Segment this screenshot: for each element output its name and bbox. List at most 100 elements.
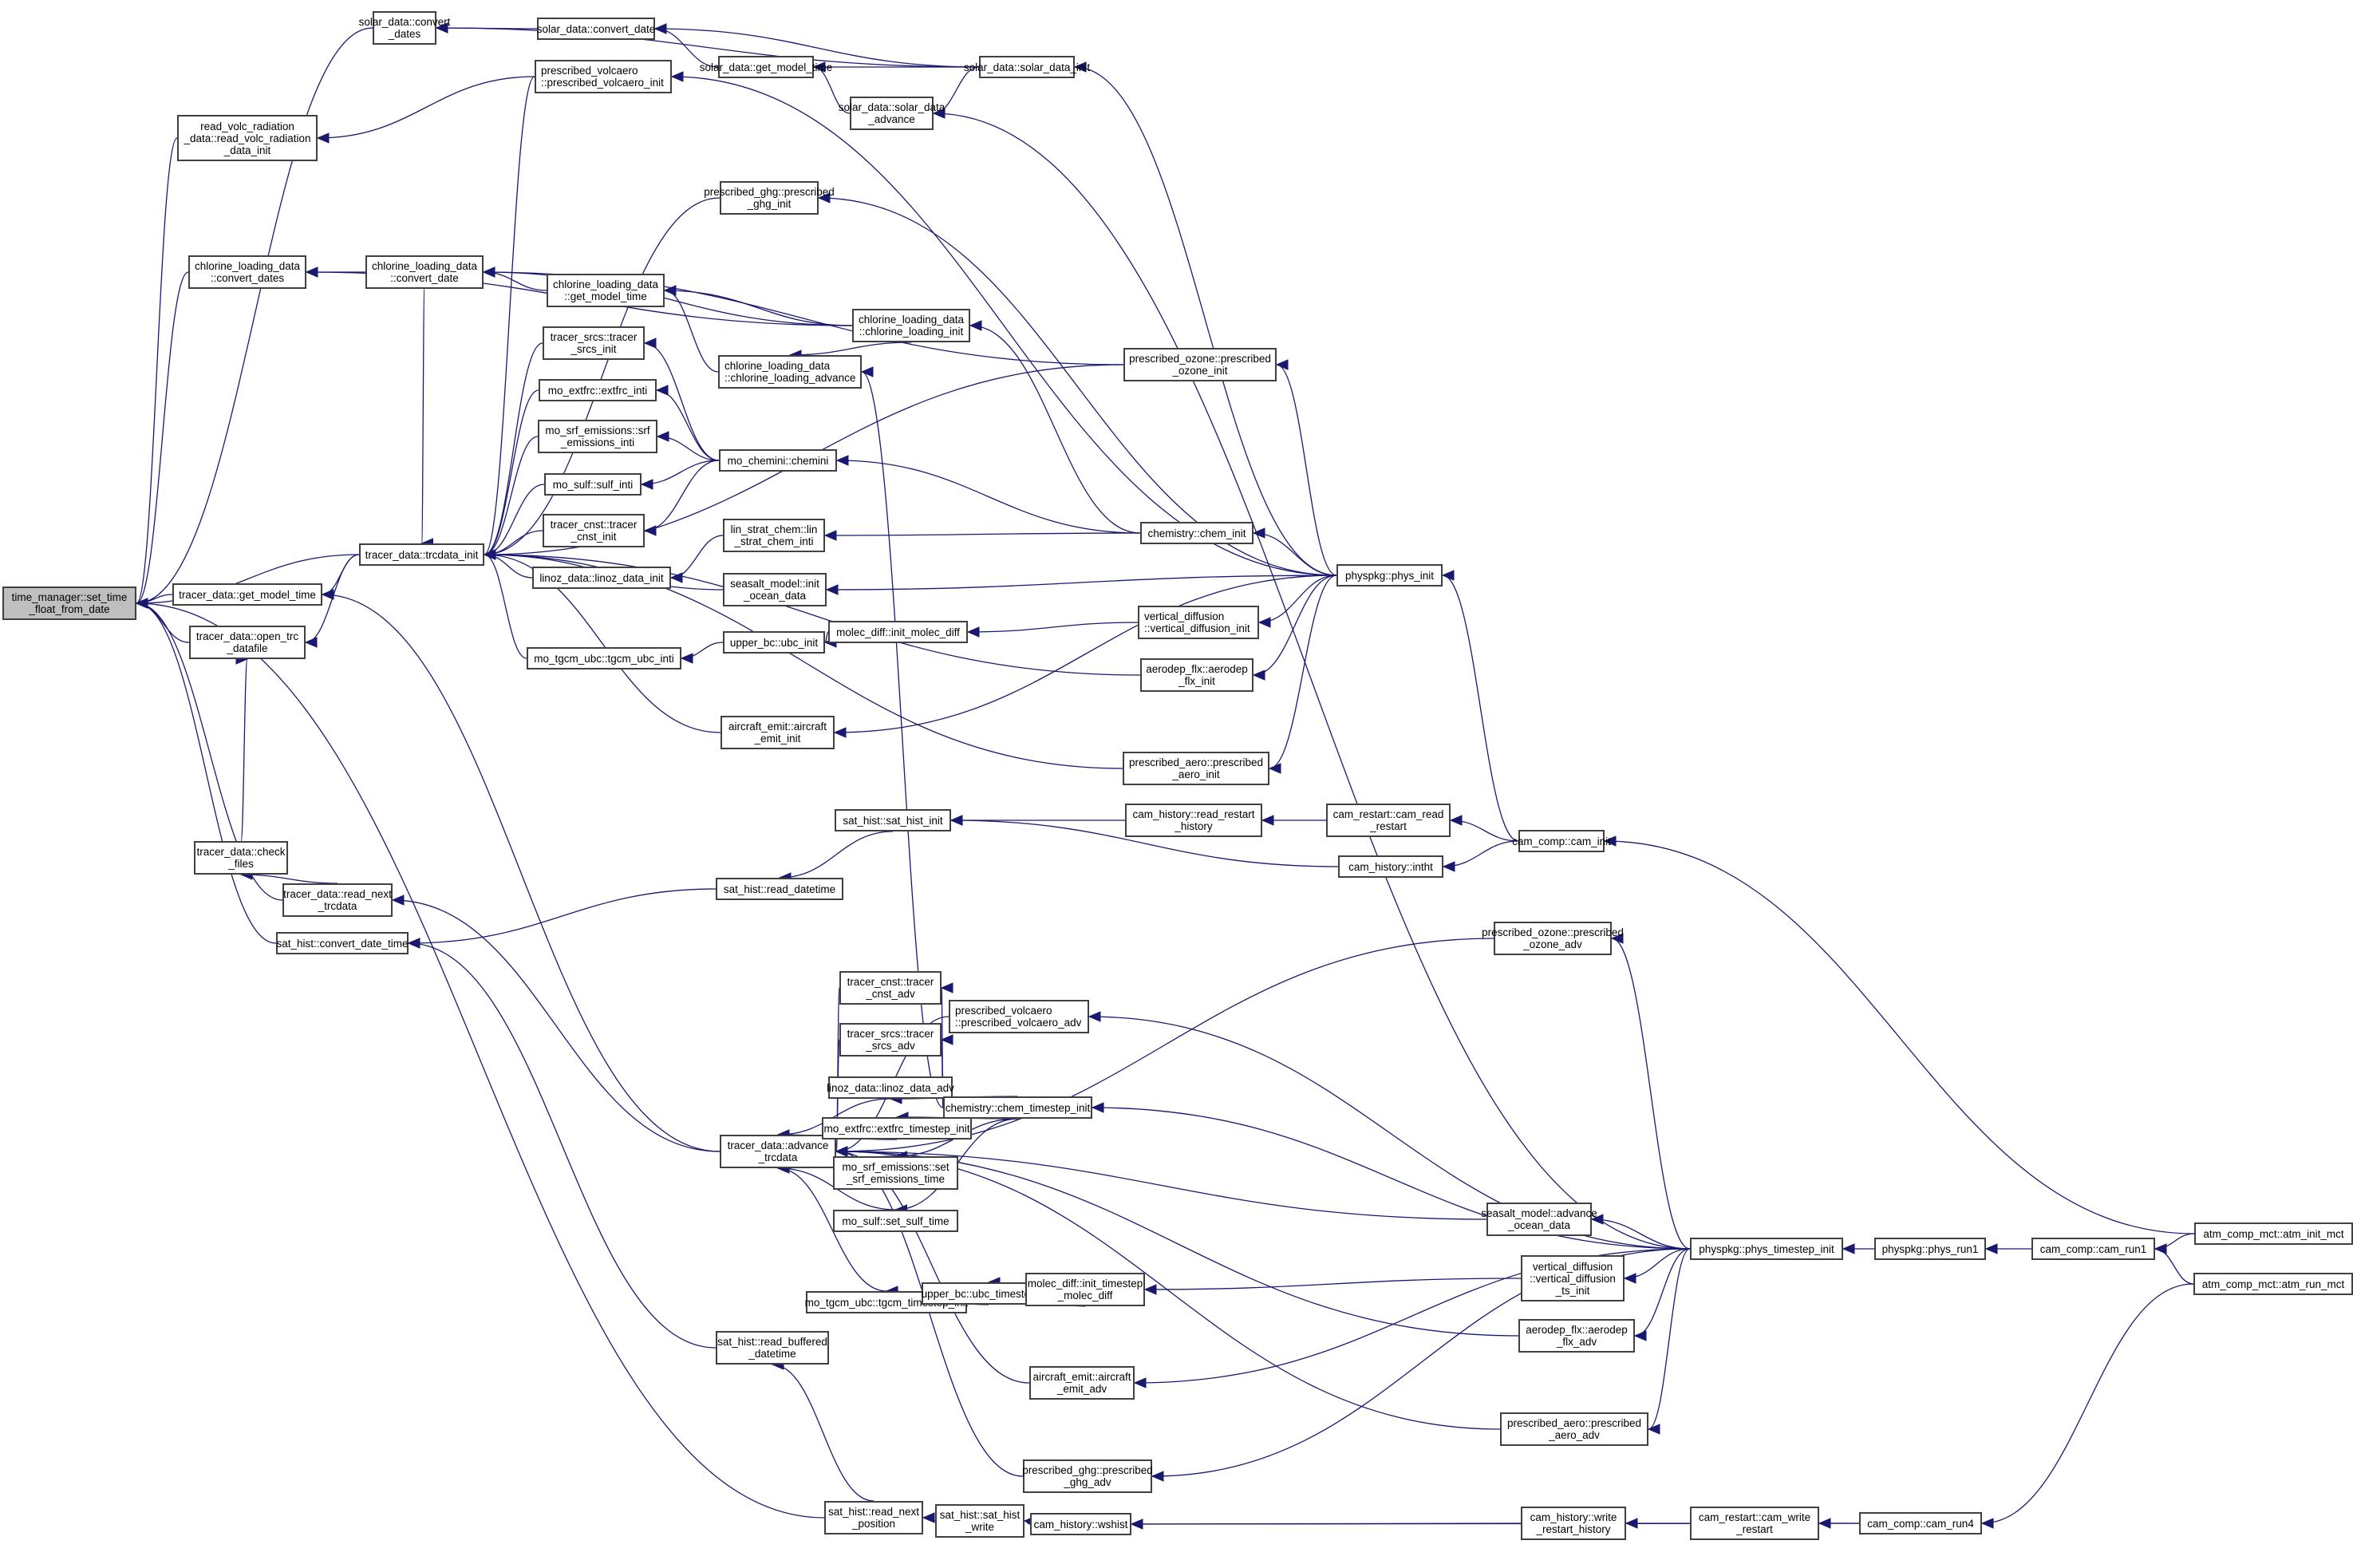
- node-advance-trcdata[interactable]: tracer_data::advance _trcdata: [720, 1135, 836, 1168]
- edge-chl-loading-init-to-chl-convert-date: [483, 271, 853, 326]
- node-solar-data-init[interactable]: solar_data::solar_data_init: [964, 56, 1090, 78]
- node-presc-ghg-init[interactable]: prescribed_ghg::prescribed _ghg_init: [704, 181, 835, 215]
- node-seasalt-init-ocean[interactable]: seasalt_model::init _ocean_data: [723, 573, 827, 606]
- node-aerodep-flx-init[interactable]: aerodep_flx::aerodep _flx_init: [1140, 658, 1253, 692]
- node-sulf-inti[interactable]: mo_sulf::sulf_inti: [544, 473, 642, 496]
- node-write-restart-history[interactable]: cam_history::write _restart_history: [1521, 1507, 1626, 1540]
- node-presc-aero-init[interactable]: prescribed_aero::prescribed _aero_init: [1123, 752, 1269, 785]
- node-open-trc-datafile[interactable]: tracer_data::open_trc _datafile: [189, 626, 306, 659]
- arrowhead-icon: [922, 1512, 935, 1523]
- node-read-datetime[interactable]: sat_hist::read_datetime: [716, 878, 843, 900]
- node-vdiff-init[interactable]: vertical_diffusion ::vertical_diffusion_…: [1138, 606, 1259, 639]
- node-atm-run-mct[interactable]: atm_comp_mct::atm_run_mct: [2193, 1273, 2353, 1295]
- node-lin-strat-chem-inti[interactable]: lin_strat_chem::lin _strat_chem_inti: [723, 519, 825, 552]
- node-atm-init-mct[interactable]: atm_comp_mct::atm_init_mct: [2194, 1222, 2353, 1245]
- node-intht[interactable]: cam_history::intht: [1338, 855, 1443, 878]
- edge-read-next-position-to-read-buffered-datetime: [772, 1364, 874, 1502]
- node-phys-timestep-init[interactable]: physpkg::phys_timestep_init: [1690, 1238, 1843, 1260]
- node-chem-init[interactable]: chemistry::chem_init: [1140, 522, 1253, 544]
- node-presc-ozone-adv[interactable]: prescribed_ozone::prescribed _ozone_adv: [1482, 922, 1624, 955]
- arrowhead-icon: [835, 1146, 848, 1157]
- arrowhead-icon: [823, 530, 837, 541]
- node-presc-volcaero-init[interactable]: prescribed_volcaero ::prescribed_volcaer…: [535, 60, 672, 93]
- edge-presc-ghg-adv-to-advance-trcdata: [835, 1151, 1024, 1477]
- node-read-next-trcdata[interactable]: tracer_data::read_next _trcdata: [282, 883, 393, 917]
- node-sat-hist-write[interactable]: sat_hist::sat_hist _write: [935, 1504, 1025, 1538]
- node-tracer-srcs-adv[interactable]: tracer_srcs::tracer _srcs_adv: [839, 1023, 942, 1057]
- arrowhead-icon: [680, 653, 693, 664]
- node-phys-init[interactable]: physpkg::phys_init: [1336, 564, 1443, 587]
- node-chemini[interactable]: mo_chemini::chemini: [719, 449, 837, 472]
- arrowhead-icon: [391, 895, 405, 906]
- node-molec-init-timestep[interactable]: molec_diff::init_timestep _molec_diff: [1025, 1273, 1145, 1306]
- node-chl-get-model-time[interactable]: chlorine_loading_data ::get_model_time: [547, 274, 665, 307]
- node-extfrc-inti[interactable]: mo_extfrc::extfrc_inti: [539, 379, 657, 401]
- node-cam-run4[interactable]: cam_comp::cam_run4: [1859, 1512, 1982, 1534]
- node-ubc-init[interactable]: upper_bc::ubc_init: [723, 631, 825, 654]
- node-read-next-position[interactable]: sat_hist::read_next _position: [824, 1501, 923, 1534]
- node-read-buffered-datetime[interactable]: sat_hist::read_buffered _datetime: [716, 1331, 829, 1365]
- node-convert-date-time[interactable]: sat_hist::convert_date_time: [276, 932, 409, 954]
- arrowhead-icon: [966, 626, 980, 638]
- node-vdiff-ts-init[interactable]: vertical_diffusion ::vertical_diffusion …: [1521, 1255, 1625, 1301]
- node-root[interactable]: time_manager::set_time _float_from_date: [2, 587, 136, 620]
- node-check-files[interactable]: tracer_data::check _files: [194, 841, 288, 875]
- node-get-model-time[interactable]: tracer_data::get_model_time: [172, 583, 322, 606]
- arrowhead-icon: [1623, 1273, 1636, 1284]
- edge-trcdata-init-to-root: [136, 554, 360, 604]
- edge-phys-init-to-seasalt-init-ocean: [826, 575, 1337, 590]
- node-solar-get-model-time[interactable]: solar_data::get_model_time: [700, 56, 832, 78]
- arrowhead-icon: [1252, 527, 1265, 539]
- node-presc-ozone-init[interactable]: prescribed_ozone::prescribed _ozone_init: [1123, 348, 1277, 381]
- arrowhead-icon: [1603, 835, 1617, 847]
- arrowhead-icon: [1842, 1243, 1855, 1254]
- node-presc-ghg-adv[interactable]: prescribed_ghg::prescribed _ghg_adv: [1022, 1459, 1153, 1493]
- node-read-restart-history[interactable]: cam_history::read_restart _history: [1125, 804, 1262, 837]
- node-cam-read-restart[interactable]: cam_restart::cam_read _restart: [1326, 804, 1451, 837]
- node-chl-loading-init[interactable]: chlorine_loading_data ::chlorine_loading…: [852, 309, 970, 342]
- node-srf-emissions-inti[interactable]: mo_srf_emissions::srf _emissions_inti: [538, 420, 657, 453]
- edge-convert-date-time-to-root: [136, 602, 277, 944]
- node-tracer-srcs-init[interactable]: tracer_srcs::tracer _srcs_init: [543, 326, 645, 360]
- node-solar-convert-date[interactable]: solar_data::convert_date: [537, 18, 655, 40]
- node-cam-init[interactable]: cam_comp::cam_init: [1512, 830, 1611, 852]
- node-cam-run1[interactable]: cam_comp::cam_run1: [2031, 1238, 2155, 1260]
- node-seasalt-advance-ocean[interactable]: seasalt_model::advance _ocean_data: [1481, 1203, 1597, 1236]
- node-tracer-cnst-adv[interactable]: tracer_cnst::tracer _cnst_adv: [839, 971, 942, 1005]
- node-presc-aero-adv[interactable]: prescribed_aero::prescribed _aero_adv: [1500, 1412, 1648, 1446]
- edge-phys-timestep-init-to-presc-ozone-adv: [1611, 938, 1691, 1250]
- node-aerodep-flx-adv[interactable]: aerodep_flx::aerodep _flx_adv: [1518, 1319, 1635, 1353]
- node-tgcm-ubc-inti[interactable]: mo_tgcm_ubc::tgcm_ubc_inti: [527, 647, 681, 669]
- arrowhead-icon: [1449, 815, 1463, 826]
- node-phys-run1[interactable]: physpkg::phys_run1: [1874, 1238, 1986, 1260]
- node-set-sulf-time[interactable]: mo_sulf::set_sulf_time: [833, 1210, 958, 1232]
- node-chl-convert-date[interactable]: chlorine_loading_data ::convert_date: [365, 255, 484, 289]
- node-aircraft-emit-adv[interactable]: aircraft_emit::aircraft _emit_adv: [1029, 1366, 1135, 1400]
- node-presc-volcaero-adv[interactable]: prescribed_volcaero ::prescribed_volcaer…: [949, 1000, 1089, 1033]
- node-cam-write-restart[interactable]: cam_restart::cam_write _restart: [1690, 1507, 1819, 1540]
- node-init-molec-diff[interactable]: molec_diff::init_molec_diff: [828, 621, 968, 643]
- node-tracer-cnst-init[interactable]: tracer_cnst::tracer _cnst_init: [543, 514, 645, 547]
- node-read-volc[interactable]: read_volc_radiation _data::read_volc_rad…: [177, 115, 318, 161]
- arrowhead-icon: [640, 479, 653, 490]
- edge-phys-timestep-init-to-solar-data-advance: [933, 113, 1691, 1250]
- node-trcdata-init[interactable]: tracer_data::trcdata_init: [359, 543, 484, 566]
- arrowhead-icon: [316, 132, 330, 144]
- node-extfrc-timestep-init[interactable]: mo_extfrc::extfrc_timestep_init: [822, 1117, 972, 1139]
- node-linoz-data-adv[interactable]: linoz_data::linoz_data_adv: [827, 1076, 954, 1099]
- node-linoz-data-init[interactable]: linoz_data::linoz_data_init: [532, 567, 671, 589]
- node-wshist[interactable]: cam_history::wshist: [1030, 1513, 1131, 1535]
- node-solar-convert-dates[interactable]: solar_data::convert _dates: [359, 11, 450, 45]
- edge-read-datetime-to-convert-date-time: [408, 888, 717, 944]
- arrowhead-icon: [932, 108, 946, 119]
- edge-phys-timestep-init-to-chem-timestep-init: [1092, 1107, 1691, 1250]
- edge-phys-init-to-presc-ozone-init: [1276, 364, 1337, 576]
- arrowhead-icon: [860, 366, 874, 377]
- node-chl-convert-dates[interactable]: chlorine_loading_data ::convert_dates: [188, 255, 306, 289]
- node-solar-data-advance[interactable]: solar_data::solar_data _advance: [839, 97, 945, 130]
- node-aircraft-emit-init[interactable]: aircraft_emit::aircraft _emit_init: [721, 716, 835, 749]
- node-set-srf-emissions-time[interactable]: mo_srf_emissions::set _srf_emissions_tim…: [833, 1156, 958, 1190]
- node-chem-timestep-init[interactable]: chemistry::chem_timestep_init: [943, 1096, 1092, 1119]
- node-sat-hist-init[interactable]: sat_hist::sat_hist_init: [835, 809, 951, 831]
- node-chl-loading-advance[interactable]: chlorine_loading_data ::chlorine_loading…: [718, 355, 862, 389]
